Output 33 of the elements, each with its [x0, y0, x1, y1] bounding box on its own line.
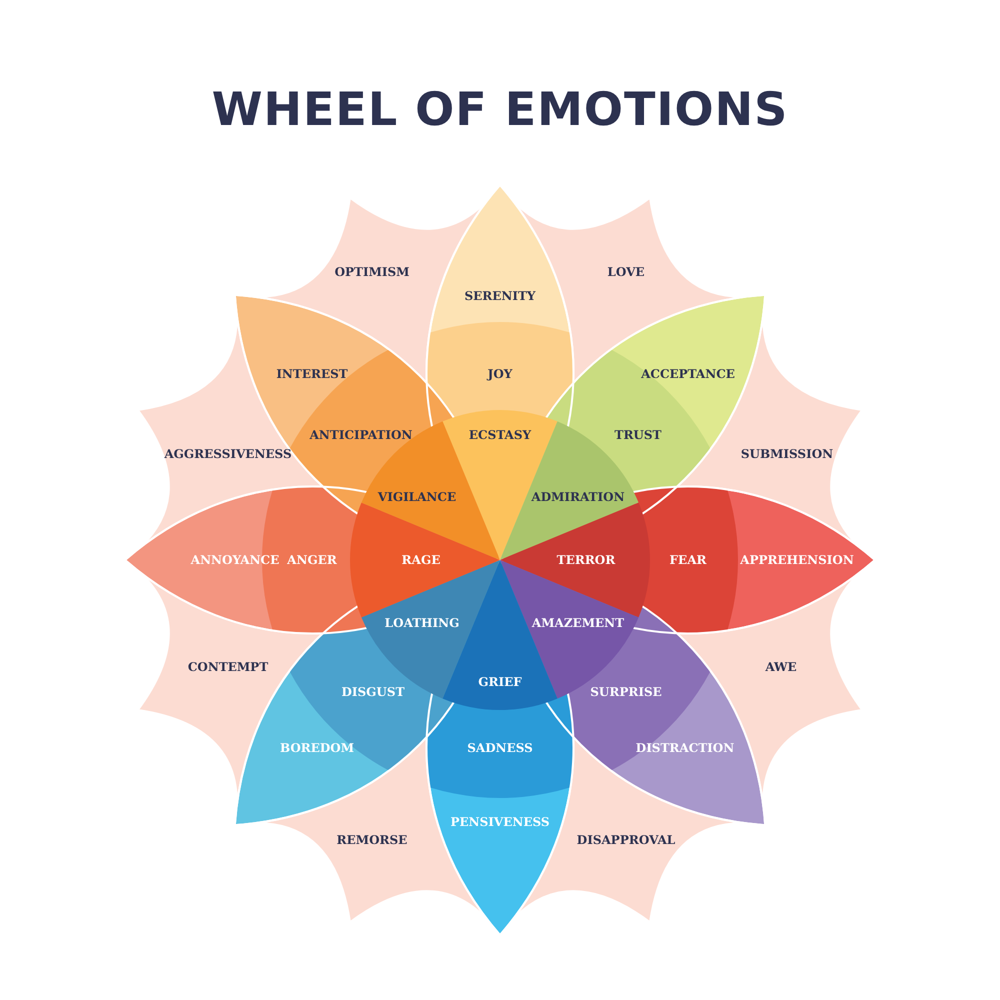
emotion-label: PENSIVENESS [450, 815, 550, 829]
emotion-label: VIGILANCE [378, 490, 456, 504]
emotion-label: ECSTASY [468, 428, 532, 442]
dyad-label: AGGRESSIVENESS [164, 447, 292, 461]
emotion-label: AMAZEMENT [532, 616, 624, 630]
emotion-label: DISGUST [342, 685, 404, 699]
emotion-label: SERENITY [464, 289, 536, 303]
emotion-label: GRIEF [478, 675, 522, 689]
dyad-label: SUBMISSION [740, 447, 834, 461]
emotion-label: ANNOYANCE [190, 553, 280, 567]
emotion-label: DISTRACTION [636, 741, 734, 755]
emotion-label: ACCEPTANCE [641, 367, 735, 381]
emotion-label: RAGE [402, 553, 440, 567]
dyad-label: CONTEMPT [188, 660, 268, 674]
dyad-label: LOVE [607, 265, 645, 279]
emotion-label: LOATHING [384, 616, 460, 630]
emotion-label: ANTICIPATION [310, 428, 412, 442]
dyad-label: AWE [765, 660, 797, 674]
emotion-label: TERROR [556, 553, 616, 567]
emotion-label: FEAR [670, 553, 706, 567]
emotion-label: ADMIRATION [531, 490, 625, 504]
emotion-label: ANGER [287, 553, 337, 567]
emotion-label: TRUST [614, 428, 662, 442]
emotion-label: BOREDOM [280, 741, 354, 755]
dyad-label: DISAPPROVAL [576, 833, 676, 847]
emotion-label: SURPRISE [590, 685, 662, 699]
emotion-label: JOY [488, 367, 512, 381]
title: WHEEL OF EMOTIONS [212, 82, 788, 136]
emotion-label: APPREHENSION [740, 553, 854, 567]
dyad-label: REMORSE [336, 833, 408, 847]
emotion-label: INTEREST [276, 367, 348, 381]
dyad-label: OPTIMISM [334, 265, 410, 279]
emotion-label: SADNESS [467, 741, 533, 755]
